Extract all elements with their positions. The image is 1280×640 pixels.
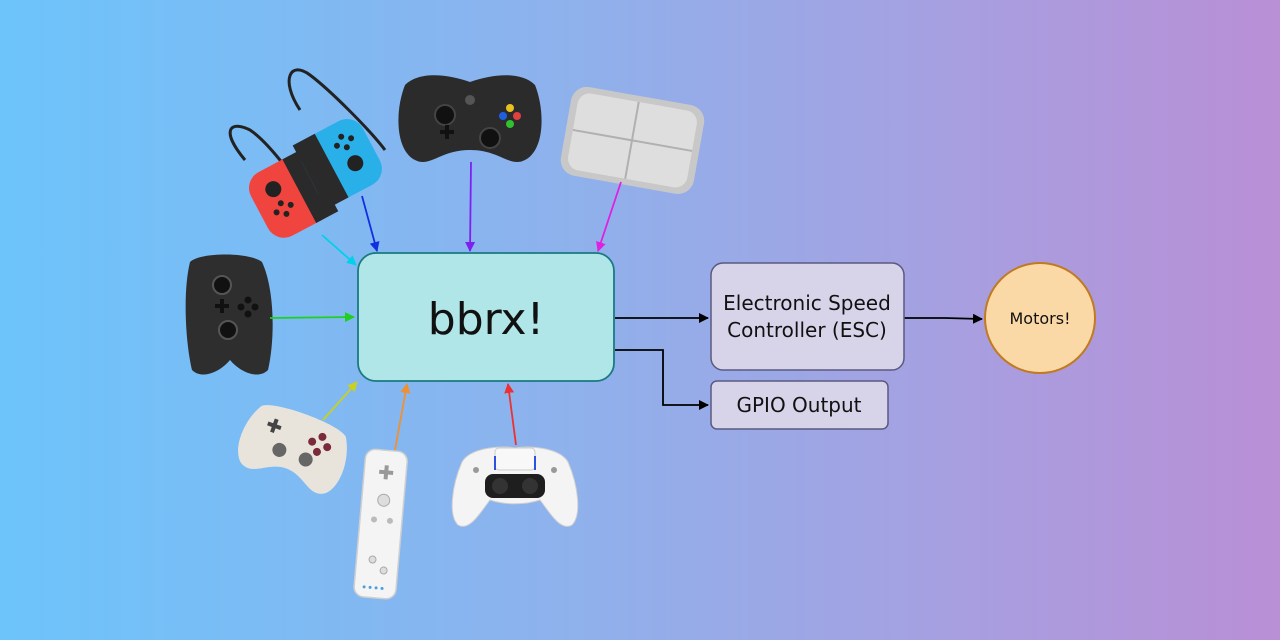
esc-box	[710, 262, 905, 371]
arrow-wii-remote	[394, 383, 411, 451]
arrow-joycon-blue	[361, 195, 380, 252]
motors-label: Motors!	[1010, 309, 1071, 328]
arrow-dualsense	[504, 383, 517, 446]
hub-label: bbrx!	[428, 294, 544, 345]
switch-pro-controller-icon	[185, 254, 273, 375]
arrow-xbox	[465, 161, 476, 252]
hub-box	[357, 252, 615, 382]
arrow-pro-controller	[269, 312, 355, 323]
arrow-to-motors	[904, 313, 983, 324]
arrow-to-gpio	[615, 349, 709, 410]
joy-con-pair-icon	[228, 68, 387, 238]
wii-remote-icon	[353, 448, 408, 600]
esc-label-line1: Electronic Speed	[723, 291, 891, 315]
motors-node	[984, 262, 1096, 374]
xbox-controller-icon	[398, 75, 542, 163]
esc-label-line2: Controller (ESC)	[727, 318, 887, 342]
arrow-balance-board	[596, 181, 622, 252]
arrow-joycon-cyan	[321, 234, 357, 266]
gpio-box	[710, 380, 889, 430]
dualsense-controller-icon	[451, 446, 579, 527]
arrow-8bitdo	[322, 381, 358, 421]
wii-balance-board-icon	[560, 86, 705, 194]
8bitdo-controller-icon	[238, 405, 347, 494]
gpio-label: GPIO Output	[736, 393, 861, 417]
